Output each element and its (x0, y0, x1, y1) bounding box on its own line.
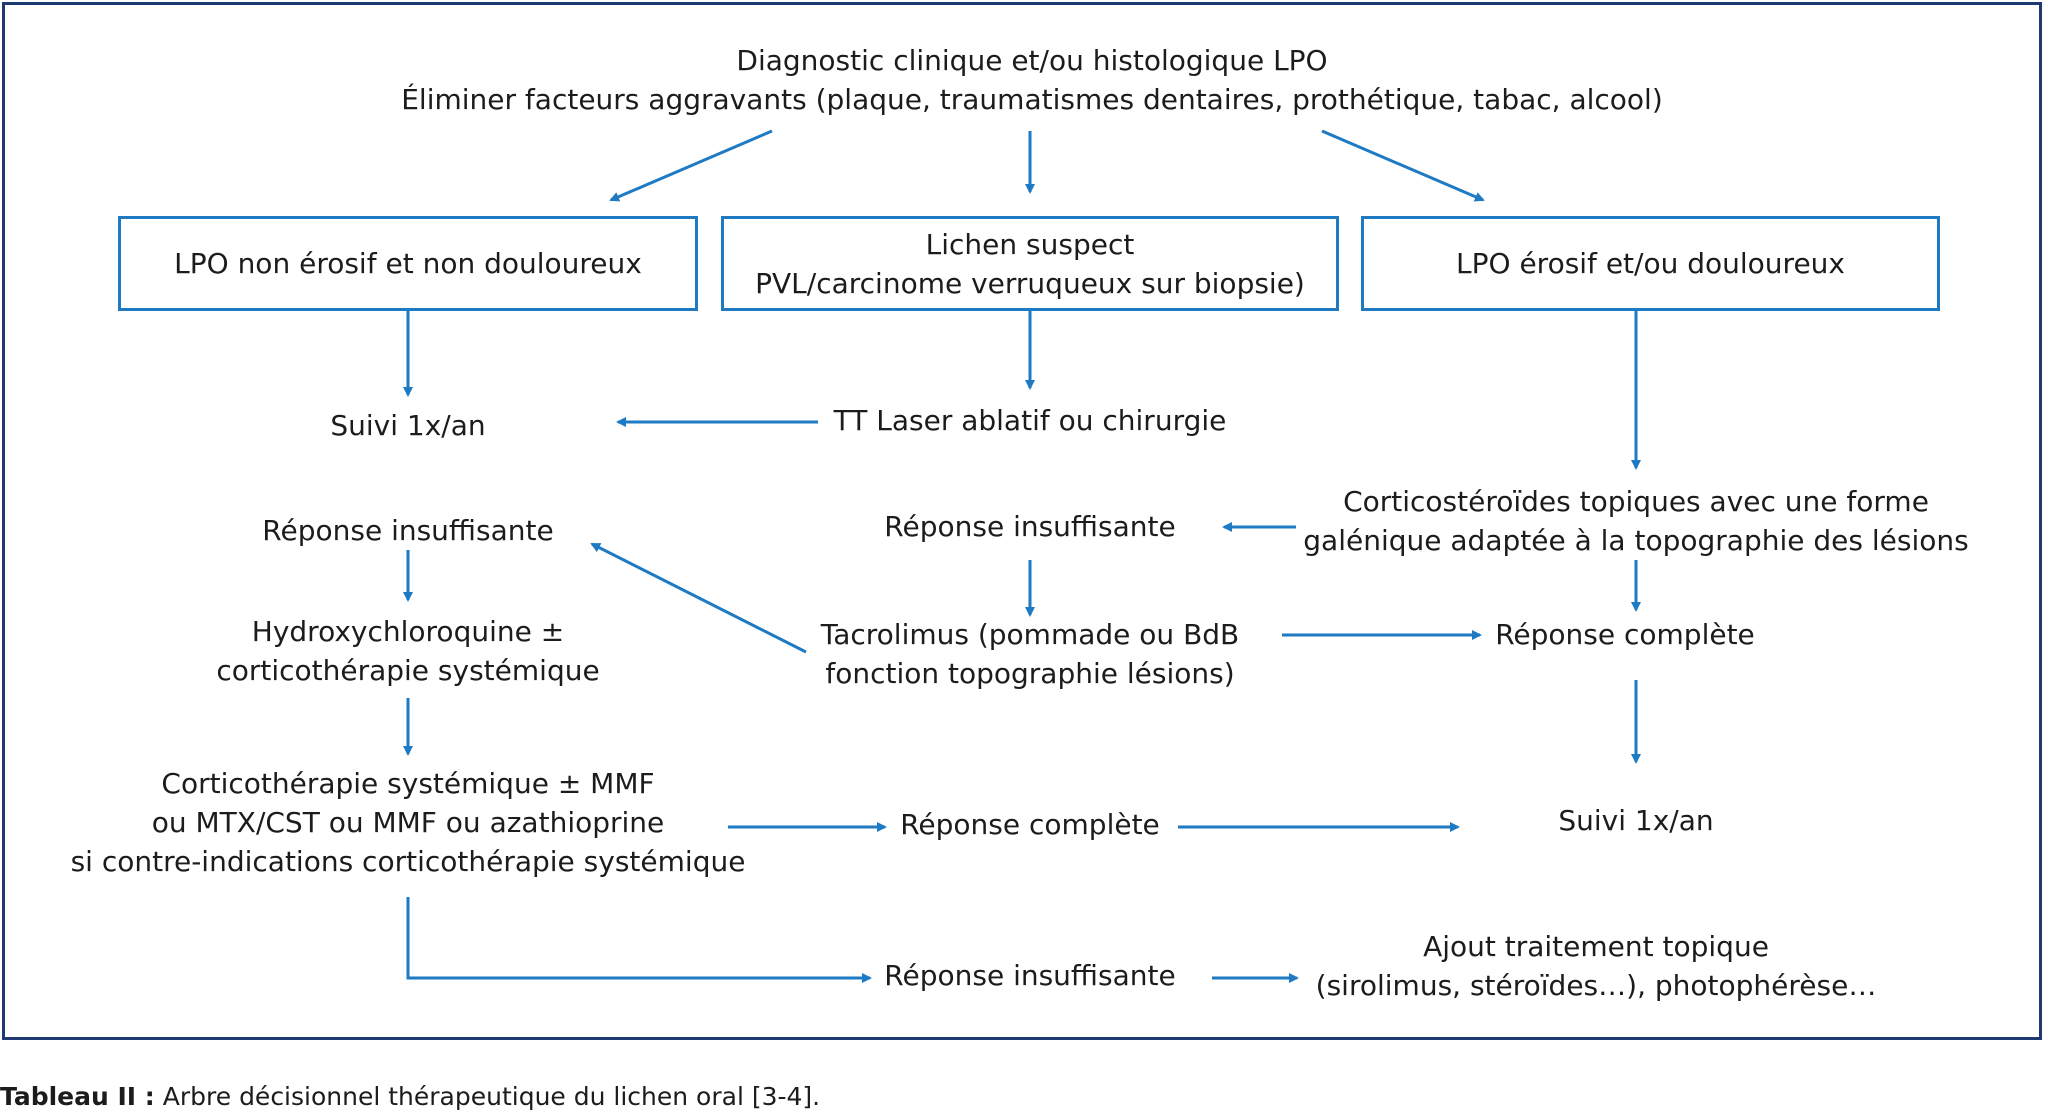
reponse-complete-right: Réponse complète (1425, 615, 1825, 654)
arrow-tacro-to-reponse-left (590, 542, 807, 654)
corticosteroides-topiques: Corticostéroïdes topiques avec une forme… (1286, 482, 1986, 560)
diagnostic-text: Diagnostic clinique et/ou histologique L… (0, 41, 2048, 119)
reponse-insuffisante-left-label: Réponse insuffisante (262, 514, 554, 547)
tt-laser: TT Laser ablatif ou chirurgie (780, 401, 1280, 440)
box-lpo-erosif: LPO érosif et/ou douloureux (1361, 216, 1940, 311)
corticotherapie-line-3: si contre-indications corticothérapie sy… (70, 845, 746, 878)
ajout-line-2: (sirolimus, stéroïdes…), photophérèse… (1315, 969, 1877, 1002)
corticotherapie-line-2: ou MTX/CST ou MMF ou azathioprine (151, 806, 665, 839)
lichen-suspect-line-2: PVL/carcinome verruqueux sur biopsie) (755, 266, 1305, 300)
suivi-right: Suivi 1x/an (1436, 801, 1836, 840)
ajout-line-1: Ajout traitement topique (1423, 930, 1769, 963)
arrow-cortico-to-insuff-bottom (406, 897, 872, 983)
box-lichen-suspect: Lichen suspect PVL/carcinome verruqueux … (721, 216, 1339, 311)
corticosteroides-line-1: Corticostéroïdes topiques avec une forme (1343, 485, 1929, 518)
tacrolimus: Tacrolimus (pommade ou BdB fonction topo… (780, 615, 1280, 693)
hydroxychloroquine: Hydroxychloroquine ± corticothérapie sys… (158, 612, 658, 690)
corticosteroides-line-2: galénique adaptée à la topographie des l… (1303, 524, 1969, 557)
suivi-left: Suivi 1x/an (208, 406, 608, 445)
corticotherapie-systemique: Corticothérapie systémique ± MMF ou MTX/… (58, 764, 758, 881)
corticotherapie-line-1: Corticothérapie systémique ± MMF (161, 767, 655, 800)
hydroxychloroquine-line-2: corticothérapie systémique (216, 654, 600, 687)
reponse-insuffisante-bottom: Réponse insuffisante (830, 956, 1230, 995)
tacrolimus-line-2: fonction topographie lésions) (825, 657, 1235, 690)
lpo-non-erosif-label: LPO non érosif et non douloureux (174, 247, 642, 280)
diagnostic-line-1: Diagnostic clinique et/ou histologique L… (736, 44, 1328, 77)
hydroxychloroquine-line-1: Hydroxychloroquine ± (251, 615, 565, 648)
suivi-left-label: Suivi 1x/an (330, 409, 486, 442)
suivi-right-label: Suivi 1x/an (1558, 804, 1714, 837)
arrow-diag-to-right (1321, 129, 1485, 202)
reponse-insuffisante-left: Réponse insuffisante (208, 511, 608, 550)
reponse-insuffisante-mid-label: Réponse insuffisante (884, 510, 1176, 543)
reponse-insuffisante-bottom-label: Réponse insuffisante (884, 959, 1176, 992)
caption-text: Arbre décisionnel thérapeutique du liche… (154, 1082, 821, 1111)
tacrolimus-line-1: Tacrolimus (pommade ou BdB (820, 618, 1240, 651)
caption: Tableau II : Arbre décisionnel thérapeut… (0, 1082, 820, 1112)
lpo-erosif-label: LPO érosif et/ou douloureux (1456, 247, 1845, 280)
ajout-traitement: Ajout traitement topique (sirolimus, sté… (1246, 927, 1946, 1005)
reponse-complete-right-label: Réponse complète (1495, 618, 1755, 651)
diagnostic-line-2: Éliminer facteurs aggravants (plaque, tr… (401, 83, 1663, 116)
diagram-frame (2, 2, 2042, 1040)
reponse-complete-mid-label: Réponse complète (900, 808, 1160, 841)
reponse-complete-mid: Réponse complète (830, 805, 1230, 844)
tt-laser-label: TT Laser ablatif ou chirurgie (833, 404, 1227, 437)
lichen-suspect-line-1: Lichen suspect (925, 227, 1135, 261)
reponse-insuffisante-mid: Réponse insuffisante (830, 507, 1230, 546)
box-lpo-non-erosif: LPO non érosif et non douloureux (118, 216, 698, 311)
arrow-diag-to-left (609, 129, 773, 202)
caption-label: Tableau II : (0, 1082, 155, 1111)
